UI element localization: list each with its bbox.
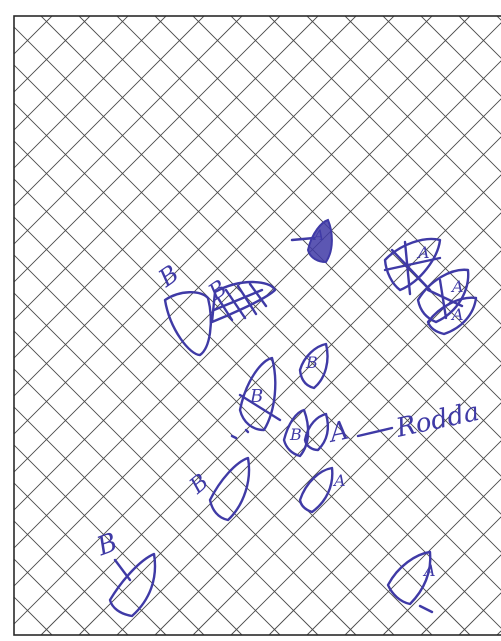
boat-b-center: B <box>240 358 280 430</box>
grid-line <box>0 16 52 635</box>
boat-label: A <box>312 228 324 244</box>
grid-line <box>497 16 501 635</box>
grid-line <box>0 16 280 635</box>
boat-label: B <box>185 470 214 500</box>
grid-line <box>459 16 501 635</box>
grid-line <box>0 16 501 635</box>
boat-label: B <box>305 353 318 372</box>
grid-line <box>0 16 242 635</box>
boat-a-cluster-1: A <box>385 239 440 294</box>
grid-line <box>0 16 501 635</box>
annotation: A Rodda <box>325 397 482 449</box>
grid-line <box>0 16 356 635</box>
grid-line <box>0 16 501 635</box>
grid-line <box>117 16 501 635</box>
grid-line <box>0 16 318 635</box>
boat-label: A <box>450 277 464 296</box>
diagonal-grid <box>0 16 501 635</box>
grid-line <box>0 16 432 635</box>
grid-line <box>193 16 501 635</box>
grid-line <box>345 16 501 635</box>
grid-line <box>459 16 501 635</box>
grid-line <box>383 16 501 635</box>
grid-line <box>0 16 166 635</box>
boat-a-lower-middle <box>305 414 328 450</box>
grid-line <box>0 16 432 635</box>
annotation-label: A <box>325 416 352 450</box>
boat-a-bottom-right: A <box>388 552 436 612</box>
grid-line <box>0 16 166 635</box>
grid-line <box>0 16 501 635</box>
grid-line <box>193 16 501 635</box>
ink-marks <box>232 430 248 438</box>
boat-a-cluster-3: A <box>428 298 476 334</box>
boat-label: A <box>422 561 436 580</box>
boat-label: B <box>249 386 263 407</box>
grid-line <box>0 16 501 635</box>
grid-line <box>117 16 501 635</box>
grid-line <box>307 16 501 635</box>
boat-b-bottom-left: B <box>92 528 155 616</box>
diagram-frame <box>14 16 501 635</box>
grid-line <box>0 16 501 635</box>
grid-line <box>383 16 501 635</box>
grid-line <box>0 16 394 635</box>
grid-line <box>0 16 356 635</box>
grid-line <box>345 16 501 635</box>
boat-b-center-right: B <box>300 344 328 388</box>
grid-line <box>0 16 280 635</box>
grid-line <box>0 16 242 635</box>
boat-label: A <box>416 243 430 262</box>
boat-b-left: B <box>153 259 211 355</box>
grid-line <box>0 16 52 635</box>
grid-line <box>269 16 501 635</box>
boat-label: A <box>332 471 346 490</box>
grid-line <box>0 16 394 635</box>
grid-line <box>0 16 14 635</box>
grid-line <box>269 16 501 635</box>
grid-line <box>497 16 501 635</box>
boat-label: B <box>153 259 184 293</box>
grid-line <box>0 16 318 635</box>
grid-line <box>0 16 14 635</box>
boat-b-middle: B <box>284 410 308 456</box>
boat-label: B <box>92 528 121 563</box>
annotation-text: Rodda <box>393 397 482 444</box>
grid-line <box>155 16 501 635</box>
boat-label: B <box>289 425 302 444</box>
boat-label: A <box>450 305 464 324</box>
grid-line <box>307 16 501 635</box>
grid-line <box>155 16 501 635</box>
